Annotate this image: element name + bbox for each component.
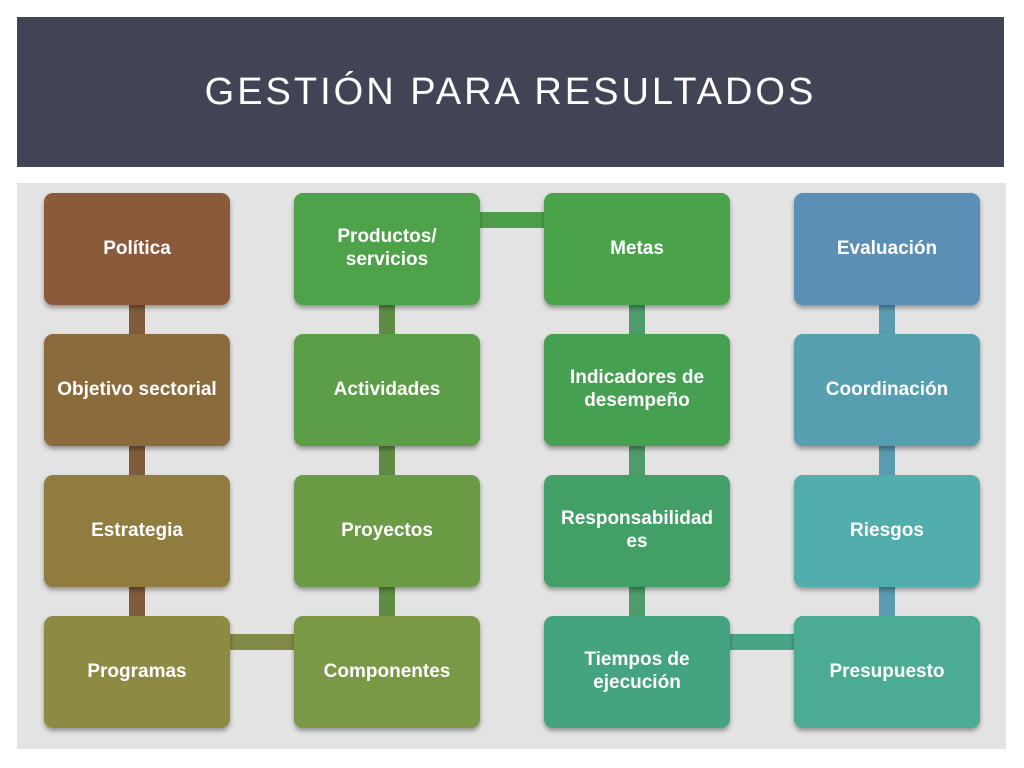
box-productos-servicios: Productos/ servicios — [294, 193, 480, 305]
slide-title: GESTIÓN PARA RESULTADOS — [204, 70, 817, 113]
box-tiempos-de-ejecucion: Tiempos de ejecución — [544, 616, 730, 728]
box-programas: Programas — [44, 616, 230, 728]
box-riesgos: Riesgos — [794, 475, 980, 587]
box-objetivo-sectorial: Objetivo sectorial — [44, 334, 230, 446]
connector-productos-metas — [475, 212, 550, 228]
title-banner: GESTIÓN PARA RESULTADOS — [17, 17, 1004, 167]
box-coordinacion: Coordinación — [794, 334, 980, 446]
box-componentes: Componentes — [294, 616, 480, 728]
connector-programas-componentes — [225, 634, 300, 650]
box-presupuesto: Presupuesto — [794, 616, 980, 728]
box-metas: Metas — [544, 193, 730, 305]
box-politica: Política — [44, 193, 230, 305]
box-indicadores-de-desempeno: Indicadores de desempeño — [544, 334, 730, 446]
box-estrategia: Estrategia — [44, 475, 230, 587]
connector-tiempos-presupuesto — [725, 634, 800, 650]
box-evaluacion: Evaluación — [794, 193, 980, 305]
box-actividades: Actividades — [294, 334, 480, 446]
box-responsabilidades: Responsabilidad es — [544, 475, 730, 587]
box-proyectos: Proyectos — [294, 475, 480, 587]
